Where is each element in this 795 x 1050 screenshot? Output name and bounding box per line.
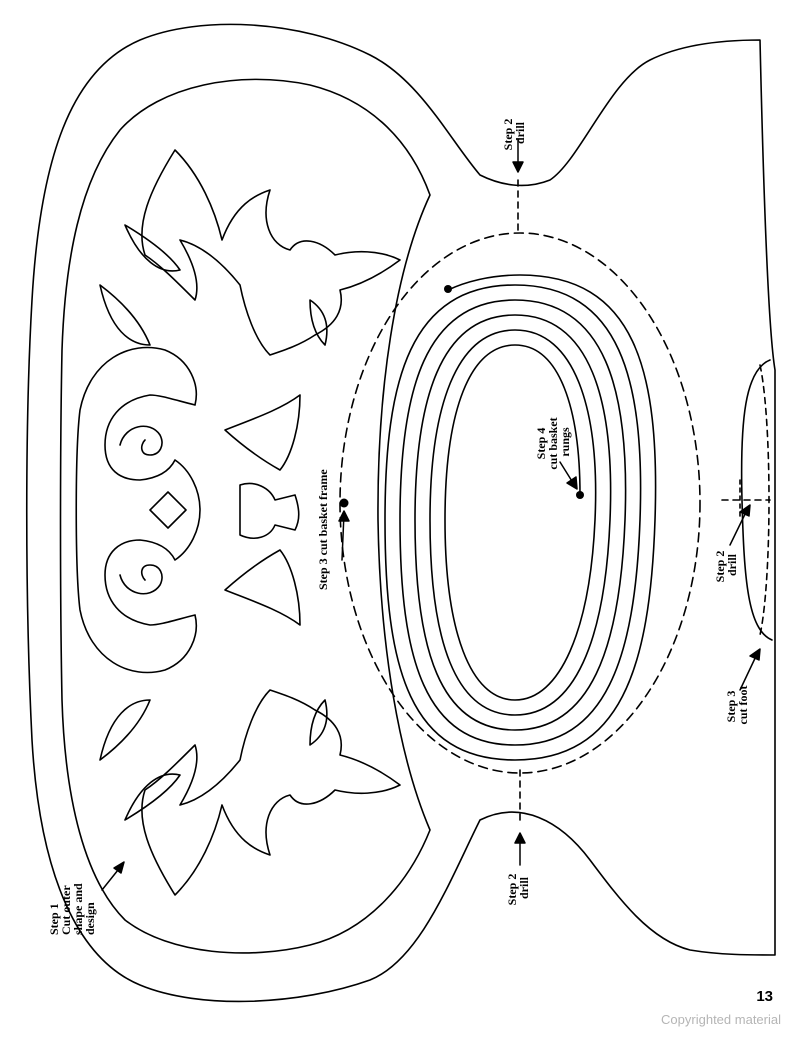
- frame-start-dot: [339, 498, 349, 508]
- label-step1: Step 1 Cut outer shape and design: [47, 880, 97, 935]
- arrows: [101, 139, 761, 891]
- fan-motif-top: [224, 394, 301, 471]
- wing-feather-top-1: [99, 284, 151, 346]
- wing-cut-bottom: [309, 699, 328, 746]
- rung-start-dot: [444, 285, 452, 293]
- foot-cut-line: [740, 359, 773, 641]
- label-step3-foot: Step 3 cut foot: [724, 686, 750, 725]
- wing-feather-bottom-2: [124, 773, 181, 821]
- basket-rungs-spiral: [384, 274, 657, 761]
- label-step4: Step 4 cut basket rungs: [534, 414, 572, 469]
- wing-motif-bottom: [141, 689, 401, 896]
- scroll-curl-top: [119, 425, 163, 456]
- frame-inner-border: [59, 78, 431, 954]
- fan-motif-bottom: [224, 549, 301, 626]
- label-step2-top: Step 2 drill: [501, 116, 527, 151]
- rung-end-dot: [576, 491, 584, 499]
- label-step3-frame: Step 3 cut basket frame: [316, 469, 330, 590]
- copyright-notice: Copyrighted material: [661, 1012, 781, 1027]
- wing-feather-top-2: [124, 224, 181, 272]
- label-step2-bottom: Step 2 drill: [505, 871, 531, 906]
- center-cut: [239, 482, 300, 539]
- label-step2-foot: Step 2 drill: [713, 548, 739, 583]
- scroll-heart-motif: [75, 346, 201, 674]
- wing-motif-top: [141, 149, 401, 356]
- page-number: 13: [756, 988, 773, 1005]
- wing-cut-top: [309, 299, 328, 346]
- wing-feather-bottom-1: [99, 699, 151, 761]
- outer-outline: [25, 23, 776, 1003]
- center-diamond: [149, 491, 187, 529]
- scroll-curl-bottom: [119, 564, 163, 595]
- foot-cut-dashed: [759, 364, 770, 636]
